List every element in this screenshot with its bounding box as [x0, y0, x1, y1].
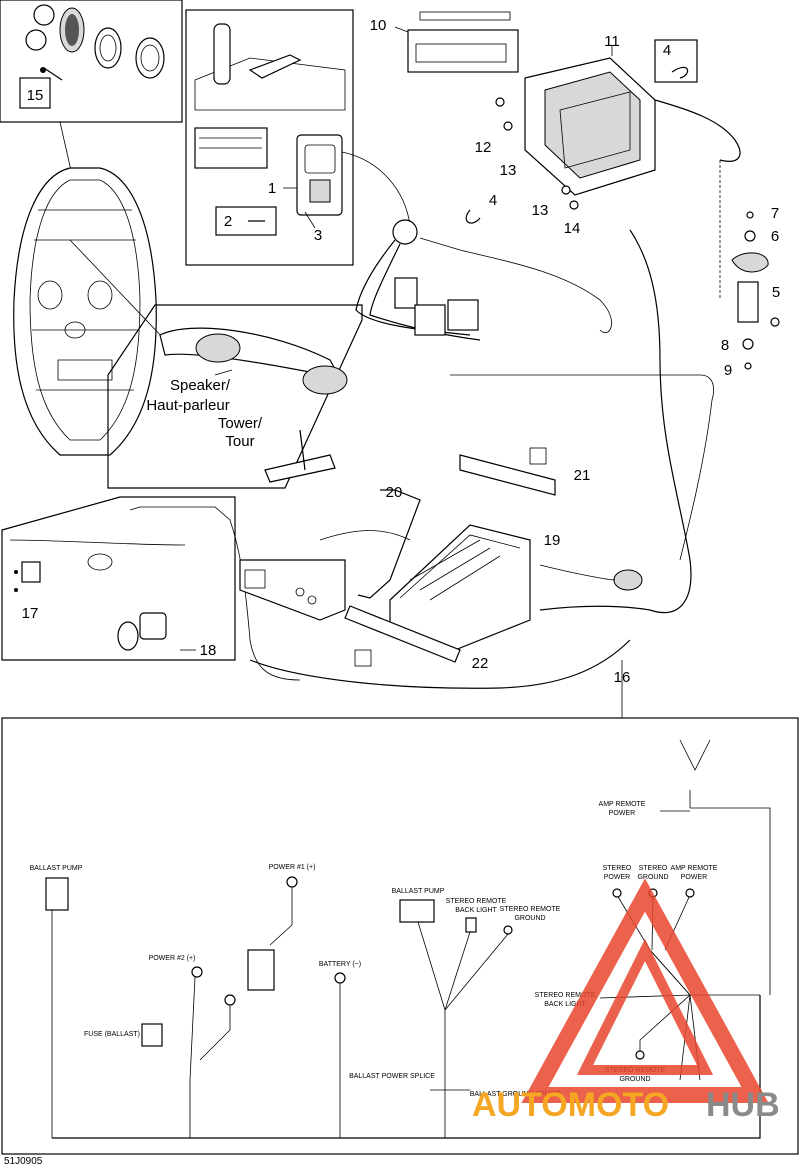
- control-panel-inset: 1 2 3: [185, 9, 354, 266]
- wiring-schematic: AMP REMOTE POWER STEREO POWER STEREO GRO…: [1, 717, 799, 1155]
- speaker-bracket-hardware: 7 6 5 8 9: [719, 160, 780, 379]
- wire-stereo-remote-ground-2: GROUND: [514, 915, 545, 922]
- callout-14: 14: [564, 220, 581, 237]
- dash-plug-inset: 17 18: [1, 496, 301, 681]
- wire-stereo-remote-ground-r2: GROUND: [619, 1076, 650, 1083]
- diagram-reference: 51J0905: [4, 1156, 43, 1167]
- callout-13a: 13: [500, 162, 517, 179]
- amplifier-assembly: 19 20 21 22 16: [239, 447, 651, 718]
- callout-20: 20: [386, 484, 403, 501]
- wire-stereo-remote-back-light-r2: BACK LIGHT: [544, 1001, 586, 1008]
- main-harness-right: [629, 229, 692, 614]
- speaker-grille-inset: 15: [0, 0, 183, 176]
- wire-stereo-ground-1: STEREO: [639, 865, 668, 872]
- wire-amp-remote-power-2: POWER: [609, 810, 635, 817]
- wire-power-1: POWER #1 (+): [269, 864, 316, 871]
- tower-label-1: Tower/: [218, 415, 263, 432]
- callout-16: 16: [614, 669, 631, 686]
- wire-ballast-pump-left: BALLAST PUMP: [30, 865, 83, 872]
- tower-speaker-inset: Speaker/ Haut-parleur Tower/ Tour: [107, 304, 363, 489]
- tower-label-2: Tour: [225, 433, 254, 450]
- wire-stereo-remote-back-light-1: STEREO REMOTE: [446, 898, 507, 905]
- callout-19: 19: [544, 532, 561, 549]
- callout-18: 18: [200, 642, 217, 659]
- callout-21: 21: [574, 467, 591, 484]
- callout-4b: 4: [663, 42, 671, 59]
- callout-3: 3: [314, 227, 322, 244]
- callout-8: 8: [721, 337, 729, 354]
- callout-5: 5: [772, 284, 780, 301]
- callout-10: 10: [370, 17, 387, 34]
- wire-ballast-ground-splice: BALLAST GROUND SPLICE: [470, 1091, 561, 1098]
- stereo-mount-assembly: 11 4 12 13 13 14 4: [465, 33, 741, 237]
- watermark-automoto: AUTOMOTO: [472, 1086, 669, 1124]
- wire-ballast-power-splice: BALLAST POWER SPLICE: [349, 1073, 435, 1080]
- callout-22: 22: [472, 655, 489, 672]
- callout-12: 12: [475, 139, 492, 156]
- wire-stereo-remote-back-light-2: BACK LIGHT: [455, 907, 497, 914]
- callout-17: 17: [22, 605, 39, 622]
- wire-stereo-remote-back-light-r1: STEREO REMOTE: [535, 992, 596, 999]
- callout-15: 15: [27, 87, 44, 104]
- wire-stereo-power-1: STEREO: [603, 865, 632, 872]
- wire-amp-remote-power-1: AMP REMOTE: [599, 801, 646, 808]
- wire-stereo-ground-2: GROUND: [637, 874, 668, 881]
- wire-fuse-ballast: FUSE (BALLAST): [84, 1031, 140, 1038]
- wire-power-2: POWER #2 (+): [149, 955, 196, 962]
- callout-11: 11: [604, 33, 620, 50]
- callout-2: 2: [224, 213, 232, 230]
- wire-stereo-remote-ground-1: STEREO REMOTE: [500, 906, 561, 913]
- wire-ballast-pump-center: BALLAST PUMP: [392, 888, 445, 895]
- callout-4a: 4: [489, 192, 497, 209]
- wire-battery: BATTERY (−): [319, 961, 361, 968]
- wire-amp-remote-power2-1: AMP REMOTE: [671, 865, 718, 872]
- wire-stereo-power-2: POWER: [604, 874, 630, 881]
- callout-13b: 13: [532, 202, 549, 219]
- speaker-label-1: Speaker/: [170, 377, 231, 394]
- callout-7: 7: [771, 205, 779, 222]
- automotohub-watermark: AUTOMOTO HUB: [472, 878, 780, 1124]
- harness-loop: [450, 374, 714, 561]
- stereo-head-unit: 10: [370, 11, 519, 73]
- wire-amp-remote-power2-2: POWER: [681, 874, 707, 881]
- boat-top-view: [13, 167, 166, 456]
- callout-6: 6: [771, 228, 779, 245]
- callout-9: 9: [724, 362, 732, 379]
- speaker-label-2: Haut-parleur: [146, 397, 229, 414]
- remote-harness: [341, 151, 612, 341]
- callout-1: 1: [268, 180, 276, 197]
- watermark-hub: HUB: [706, 1086, 780, 1124]
